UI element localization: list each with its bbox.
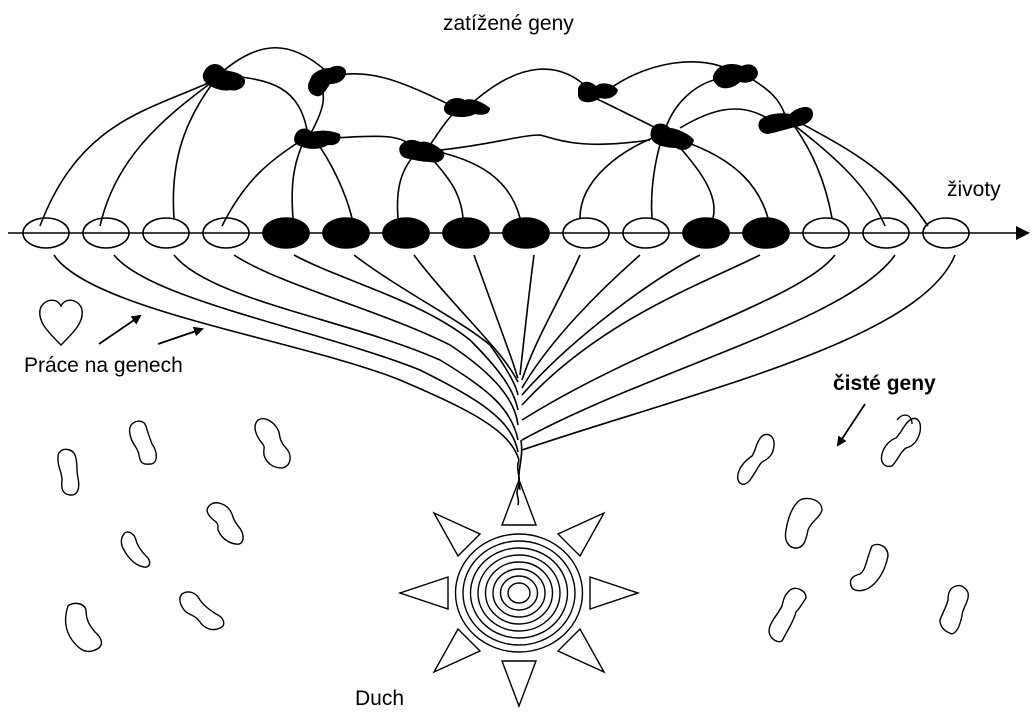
- sun-ray: [397, 576, 449, 610]
- clean-gene-shape: [768, 587, 807, 643]
- burdened-gene-cluster: [202, 64, 246, 91]
- burdened-gene-cluster: [399, 139, 445, 163]
- clean-gene-shape: [880, 417, 922, 468]
- clean-gene-shape: [128, 420, 157, 465]
- sun-ray: [589, 576, 641, 610]
- spirit-ring: [507, 582, 531, 604]
- life-burdened: [262, 217, 310, 249]
- burdened-gene-cluster: [294, 128, 341, 149]
- burdened-genes-label: zatížené geny: [443, 12, 574, 35]
- spirit-label: Duch: [355, 687, 405, 710]
- spirit-ring: [477, 554, 561, 632]
- life-clean: [202, 217, 250, 249]
- burdened-gene-cluster: [712, 64, 758, 89]
- sun-ray: [432, 627, 482, 674]
- life-clean: [562, 217, 610, 249]
- life-clean: [142, 217, 190, 249]
- clean-gene-shape: [736, 433, 775, 485]
- clean-gene-shape: [179, 591, 225, 631]
- life-burdened: [382, 217, 430, 249]
- life-clean: [622, 217, 670, 249]
- spirit-ring: [454, 533, 584, 653]
- life-burdened: [442, 217, 490, 249]
- clean-genes-right: [736, 414, 970, 643]
- clean-gene-shape: [849, 543, 889, 592]
- burdened-gene-cluster: [578, 81, 618, 103]
- sun-ray: [500, 660, 538, 708]
- clean-gene-shape: [784, 497, 823, 549]
- sun-spirit-icon: [397, 478, 641, 708]
- clean-genes-left: [57, 418, 291, 653]
- sun-ray: [432, 511, 482, 558]
- clean-gene-shape: [57, 448, 80, 496]
- sun-ray: [556, 627, 606, 674]
- clean-gene-shape: [206, 502, 244, 545]
- life-clean: [802, 217, 850, 249]
- burdened-gene-cluster: [308, 65, 346, 97]
- sun-ray: [556, 511, 606, 558]
- life-burdened: [682, 217, 730, 249]
- life-burdened: [502, 217, 550, 249]
- arrow-icon: [836, 403, 866, 447]
- spirit-rings: [454, 533, 584, 653]
- spirit-ring: [499, 575, 539, 611]
- clean-gene-shape: [896, 414, 913, 425]
- burdened-gene-cluster: [650, 123, 694, 150]
- spirit-ring: [484, 561, 554, 625]
- gene-work-lines: [53, 254, 956, 506]
- arrow-icon: [157, 326, 204, 345]
- spirit-ring: [492, 568, 546, 618]
- life-burdened: [742, 217, 790, 249]
- sun-ray: [500, 478, 538, 526]
- arrow-icon: [98, 314, 142, 345]
- life-clean: [22, 217, 70, 249]
- work-on-genes-label: Práce na genech: [24, 354, 183, 377]
- life-burdened: [322, 217, 370, 249]
- lives-label: životy: [947, 178, 1001, 201]
- life-clean: [82, 217, 130, 249]
- burdened-gene-cluster: [443, 97, 490, 117]
- burdened-gene-cluster: [758, 107, 814, 134]
- spirit-ring: [469, 547, 569, 639]
- life-clean: [922, 217, 970, 249]
- burdened-gene-connections: [39, 46, 929, 227]
- lives-sequence: [22, 217, 970, 249]
- spirit-ring: [462, 540, 576, 646]
- clean-gene-shape: [120, 531, 151, 568]
- burdened-gene-clusters: [202, 64, 814, 163]
- heart-icon: [39, 299, 83, 346]
- life-clean: [862, 217, 910, 249]
- clean-gene-shape: [254, 418, 291, 469]
- lives-axis-arrowhead: [1016, 226, 1030, 240]
- clean-gene-shape: [939, 584, 970, 635]
- clean-genes-label: čisté geny: [833, 372, 936, 395]
- clean-gene-shape: [64, 602, 103, 653]
